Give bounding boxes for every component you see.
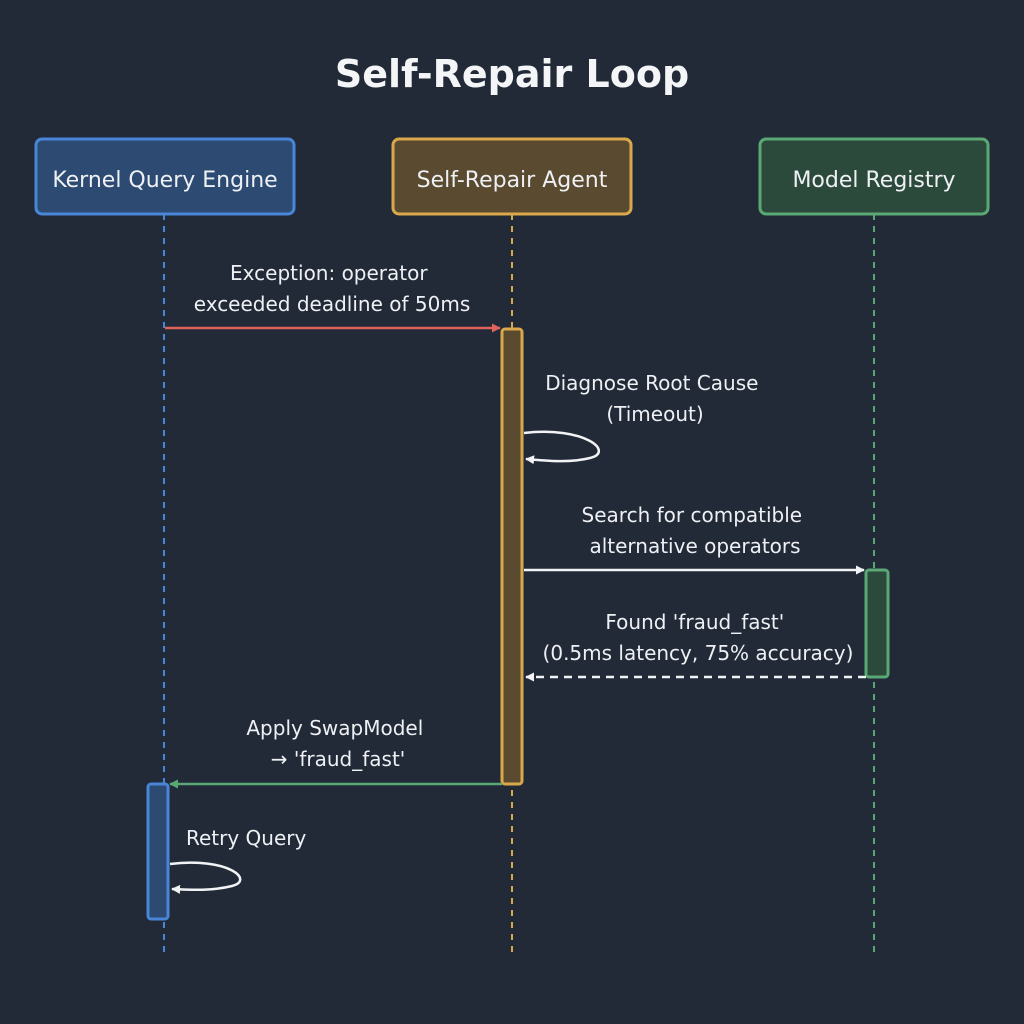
participant-kernel: Kernel Query Engine [34,137,296,216]
self-loop-arrow [169,861,242,894]
message-retry: Retry Query [169,826,307,894]
message-label-line: Search for compatible [582,503,803,527]
message-diagnose: Diagnose Root Cause (Timeout) [523,371,765,465]
activation-bar-kernel [146,782,170,921]
activation-bar-agent [500,327,524,786]
participant-box [391,137,633,216]
message-exception: Exception: operator exceeded deadline of… [165,261,501,333]
message-label-line: Retry Query [186,826,307,850]
message-label: Diagnose Root Cause (Timeout) [545,371,765,426]
message-label-line: alternative operators [589,534,800,558]
message-label-line: → 'fraud_fast' [271,747,406,771]
message-label-line: (Timeout) [606,402,703,426]
message-search: Search for compatible alternative operat… [524,503,865,575]
message-label-line: exceeded deadline of 50ms [194,292,470,316]
message-label: Retry Query [186,826,307,850]
message-label: Apply SwapModel → 'fraud_fast' [246,716,429,771]
message-label: Search for compatible alternative operat… [582,503,809,558]
participant-agent: Self-Repair Agent [391,137,633,216]
participant-label: Model Registry [792,168,955,193]
activation-bar-registry [864,568,890,679]
diagram-title: Self-Repair Loop [335,52,689,96]
self-loop-arrow [523,430,601,465]
message-found: Found 'fraud_fast' (0.5ms latency, 75% a… [525,610,866,682]
participant-label: Kernel Query Engine [52,168,277,193]
participant-label: Self-Repair Agent [417,168,608,193]
participant-registry: Model Registry [758,137,990,216]
participant-box [758,137,990,216]
message-label-line: (0.5ms latency, 75% accuracy) [543,641,854,665]
participant-box [34,137,296,216]
message-label-line: Found 'fraud_fast' [605,610,784,634]
message-label: Exception: operator exceeded deadline of… [194,261,470,316]
message-label-line: Diagnose Root Cause [545,371,758,395]
message-label-line: Apply SwapModel [246,716,423,740]
message-label-line: Exception: operator [230,261,428,285]
message-label: Found 'fraud_fast' (0.5ms latency, 75% a… [543,610,854,665]
message-apply: Apply SwapModel → 'fraud_fast' [169,716,502,789]
